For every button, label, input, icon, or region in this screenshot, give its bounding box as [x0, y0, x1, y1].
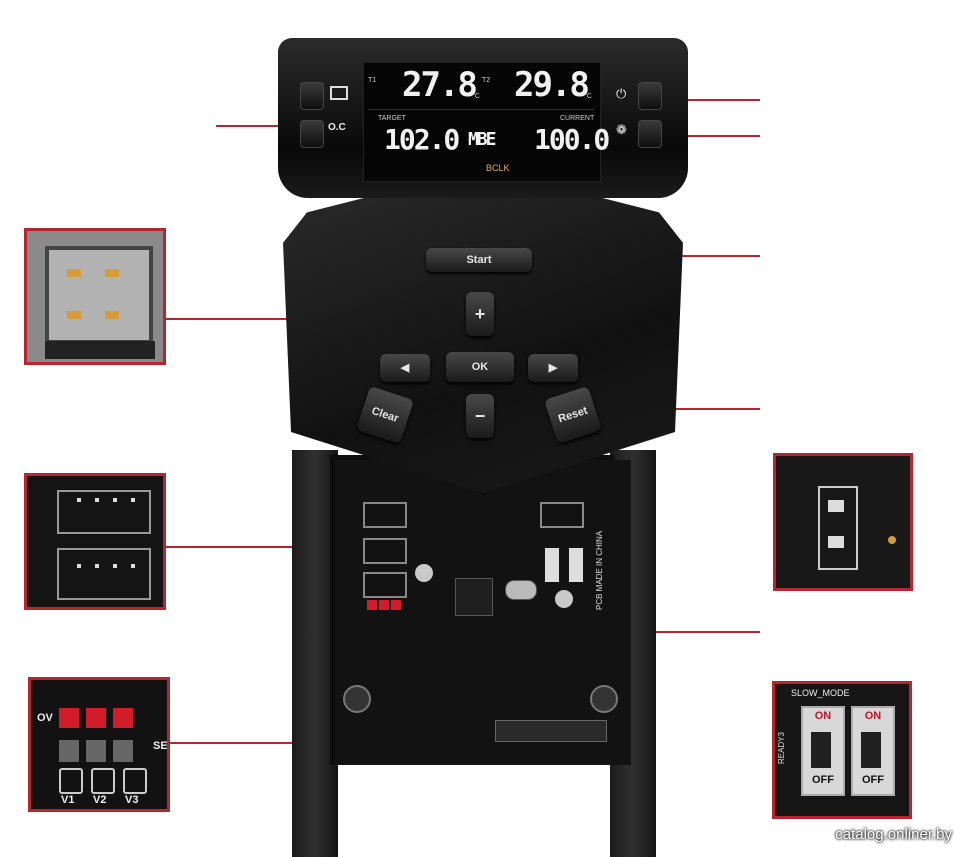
inset-connector-photo — [24, 228, 166, 365]
fan-header-2 — [57, 548, 151, 600]
ok-button[interactable]: OK — [446, 352, 514, 382]
connector-base — [45, 341, 155, 359]
mode-value: MBE — [468, 129, 496, 150]
v-pad-3 — [123, 768, 147, 794]
switch-1-knob — [811, 732, 831, 768]
oc-button[interactable] — [300, 120, 324, 148]
v1-label: V1 — [61, 794, 75, 806]
jumper-header — [818, 486, 858, 570]
target-label: TARGET — [378, 115, 406, 122]
callout-line-fan — [650, 135, 760, 137]
fan-icon: ❁ — [616, 122, 627, 137]
t1-unit: °C — [472, 93, 480, 100]
fan-header — [363, 572, 407, 598]
ready-label: READY3 — [777, 731, 786, 764]
bclk-label: BCLK — [486, 163, 510, 173]
v2-label: V2 — [93, 794, 107, 806]
lcd-screen: T1 27.8 °C T2 29.8 °C TARGET CURRENT 102… — [363, 62, 610, 182]
voltage-jumper — [367, 600, 377, 610]
fan-header — [363, 538, 407, 564]
pin-row — [59, 740, 135, 762]
t2-value: 29.8 — [514, 65, 590, 105]
callout-line-fan-headers — [165, 546, 365, 548]
pcb-board: PCB MADE IN CHINA — [335, 460, 631, 765]
minus-button[interactable]: − — [466, 394, 494, 438]
capacitor — [415, 564, 433, 582]
header-pins — [77, 498, 137, 502]
left-button[interactable]: ◀ — [380, 354, 430, 382]
connector-body — [45, 246, 153, 344]
target-value: 102.0 — [384, 123, 460, 156]
callout-line-fan-header — [165, 318, 293, 320]
fan-header — [363, 502, 407, 528]
red-jumper — [113, 708, 133, 728]
callout-line-jumper — [598, 408, 760, 410]
pcb-pad — [888, 536, 896, 544]
voltage-jumper — [379, 600, 389, 610]
fan-button[interactable] — [638, 120, 662, 148]
mode-button[interactable] — [300, 82, 324, 110]
t1-label: T1 — [368, 77, 377, 84]
connector-pad — [67, 311, 81, 319]
power-button[interactable] — [638, 82, 662, 110]
inset-slow-mode-photo: SLOW_MODE ON ON OFF OFF READY3 — [772, 681, 912, 819]
slow-mode-switch — [569, 548, 583, 582]
red-jumper — [59, 708, 79, 728]
oc-label: O.C — [328, 122, 346, 133]
inset-voltage-photo: OV SE V1 V2 V3 — [28, 677, 170, 812]
fan-header-1 — [57, 490, 151, 534]
t2-unit: °C — [584, 93, 592, 100]
connector-pad — [105, 269, 119, 277]
red-jumper — [86, 708, 106, 728]
switch-2-knob — [861, 732, 881, 768]
crystal — [505, 580, 537, 600]
power-icon: ⏻ — [616, 86, 627, 101]
connector-pad — [105, 311, 119, 319]
switch-1-on: ON — [814, 710, 832, 722]
switch-1-off: OFF — [812, 774, 834, 786]
v-pad-2 — [91, 768, 115, 794]
watermark: catalog.onliner.by — [835, 826, 952, 843]
fan-header — [540, 502, 584, 528]
se-label: SE — [153, 740, 168, 752]
current-label: CURRENT — [560, 115, 595, 122]
start-button[interactable]: Start — [426, 248, 532, 272]
callout-line-power — [650, 99, 760, 101]
mount-hole — [590, 685, 618, 713]
mount-hole — [343, 685, 371, 713]
ov-label: OV — [37, 712, 53, 724]
slow-mode-switch — [545, 548, 559, 582]
window-icon — [330, 86, 348, 100]
v3-label: V3 — [125, 794, 139, 806]
t1-value: 27.8 — [402, 65, 478, 105]
switch-2-off: OFF — [862, 774, 884, 786]
pcb-made-in-text: PCB MADE IN CHINA — [595, 530, 604, 610]
callout-line-oc — [216, 125, 316, 127]
t2-label: T2 — [482, 77, 491, 84]
v-pad-1 — [59, 768, 83, 794]
lcd-divider — [368, 109, 594, 110]
device-keypad-housing — [283, 188, 683, 493]
callout-line-voltage — [170, 742, 382, 744]
callout-line-slow-mode — [555, 631, 760, 633]
switch-2-on: ON — [864, 710, 882, 722]
right-button[interactable]: ▶ — [528, 354, 578, 382]
jumper-pin — [828, 536, 844, 548]
inset-fan-header-photo — [24, 473, 166, 610]
bottom-connector — [495, 720, 607, 742]
current-value: 100.0 — [534, 123, 610, 156]
header-pins — [77, 564, 137, 568]
mcu-chip — [455, 578, 493, 616]
connector-pad — [67, 269, 81, 277]
plus-button[interactable]: + — [466, 292, 494, 336]
jumper-pin — [828, 500, 844, 512]
slow-mode-title: SLOW_MODE — [791, 688, 850, 698]
voltage-jumper — [391, 600, 401, 610]
capacitor — [555, 590, 573, 608]
inset-jumper-photo — [773, 453, 913, 591]
